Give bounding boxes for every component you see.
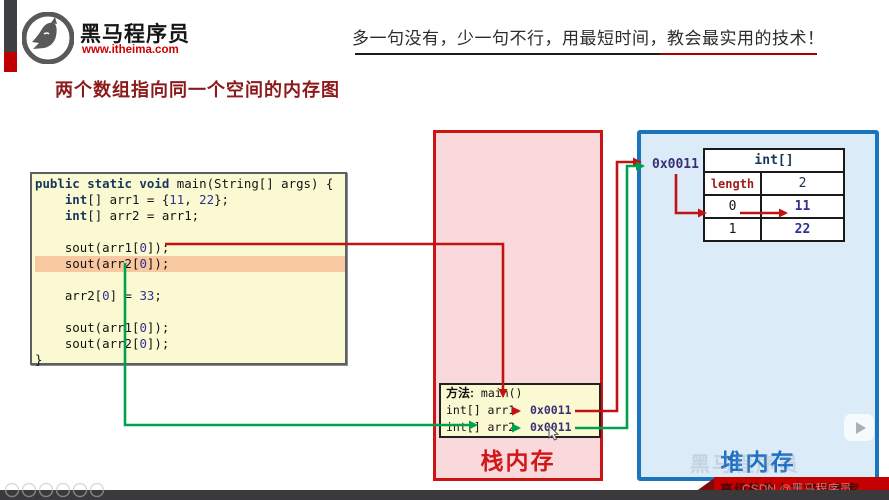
stack-frame-method-row: 方法: main(): [441, 385, 599, 402]
method-prefix-label: 方法:: [446, 386, 474, 400]
player-bottom-bar[interactable]: [0, 490, 889, 500]
code-line: sout(arr1[0]);: [35, 240, 170, 255]
heap-address-label: 0x0011: [652, 157, 699, 172]
player-control-icon: [38, 482, 54, 498]
player-control-icon: [89, 482, 105, 498]
code-line: sout(arr2[0]);: [35, 336, 170, 351]
code-line: [35, 272, 345, 288]
array-slot-key: 0: [703, 194, 762, 219]
header-slogan: 多一句没有，少一句不行，用最短时间，教会最实用的技术！: [352, 29, 825, 49]
array-slot-value: 11: [760, 194, 845, 219]
page-title: 两个数组指向同一个空间的内存图: [55, 80, 340, 100]
variable-declaration: int[] arr2: [446, 420, 516, 434]
player-control-icon: [72, 482, 88, 498]
code-line-highlighted: sout(arr2[0]);: [35, 256, 345, 272]
player-control-icon: [55, 482, 71, 498]
code-line: public static void main(String[] args) {: [35, 176, 334, 191]
array-slot-value: 22: [760, 217, 845, 242]
play-watermark-icon: [844, 414, 874, 441]
code-line: int[] arr2 = arr1;: [64, 208, 200, 223]
stack-frame-entry: int[] arr2 0x0011: [441, 419, 599, 436]
stack-frame-entries: int[] arr1 0x0011 int[] arr2 0x0011: [441, 402, 599, 436]
code-line: sout(arr1[0]);: [35, 320, 170, 335]
variable-declaration: int[] arr1: [446, 403, 516, 417]
brand-watermark: 黑马程序员: [690, 454, 800, 476]
player-controls[interactable]: [2, 481, 117, 500]
array-slot-value: 2: [760, 171, 845, 196]
array-type-cell: int[]: [703, 148, 845, 173]
player-control-icon: [4, 482, 20, 498]
code-line: int[] arr1 = {11, 22};: [64, 192, 229, 207]
code-line: [35, 224, 345, 240]
array-slot-key: length: [703, 171, 762, 196]
array-slot-key: 1: [703, 217, 762, 242]
brand-name: 黑马程序员: [80, 23, 190, 46]
stack-frame-box: 方法: main() int[] arr1 0x0011 int[] arr2 0x0…: [439, 383, 601, 438]
header-rule: [355, 53, 817, 55]
header-rule-red-segment: [660, 53, 817, 55]
stack-frame-entry: int[] arr1 0x0011: [441, 402, 599, 419]
variable-address-value: 0x0011: [530, 420, 572, 434]
code-panel: public static void main(String[] args) {…: [30, 172, 347, 368]
left-edge-dark-bar: [4, 0, 17, 52]
player-control-icon: [21, 482, 37, 498]
method-name: main(): [474, 386, 523, 400]
code-line: [35, 304, 345, 320]
code-lines: public static void main(String[] args) {…: [32, 174, 345, 368]
code-line: }: [35, 352, 43, 367]
play-triangle-icon: [855, 421, 866, 434]
variable-address-value: 0x0011: [530, 403, 572, 417]
code-line: arr2[0] = 33;: [35, 288, 162, 303]
brand-url: www.itheima.com: [82, 44, 179, 56]
itheima-horse-logo-icon: [22, 12, 74, 64]
left-edge-red-bar: [4, 52, 17, 72]
heap-memory-label: 堆内存: [720, 449, 796, 475]
heap-table-type-row: int[]: [703, 148, 845, 173]
stack-memory-label: 栈内存: [480, 448, 556, 474]
